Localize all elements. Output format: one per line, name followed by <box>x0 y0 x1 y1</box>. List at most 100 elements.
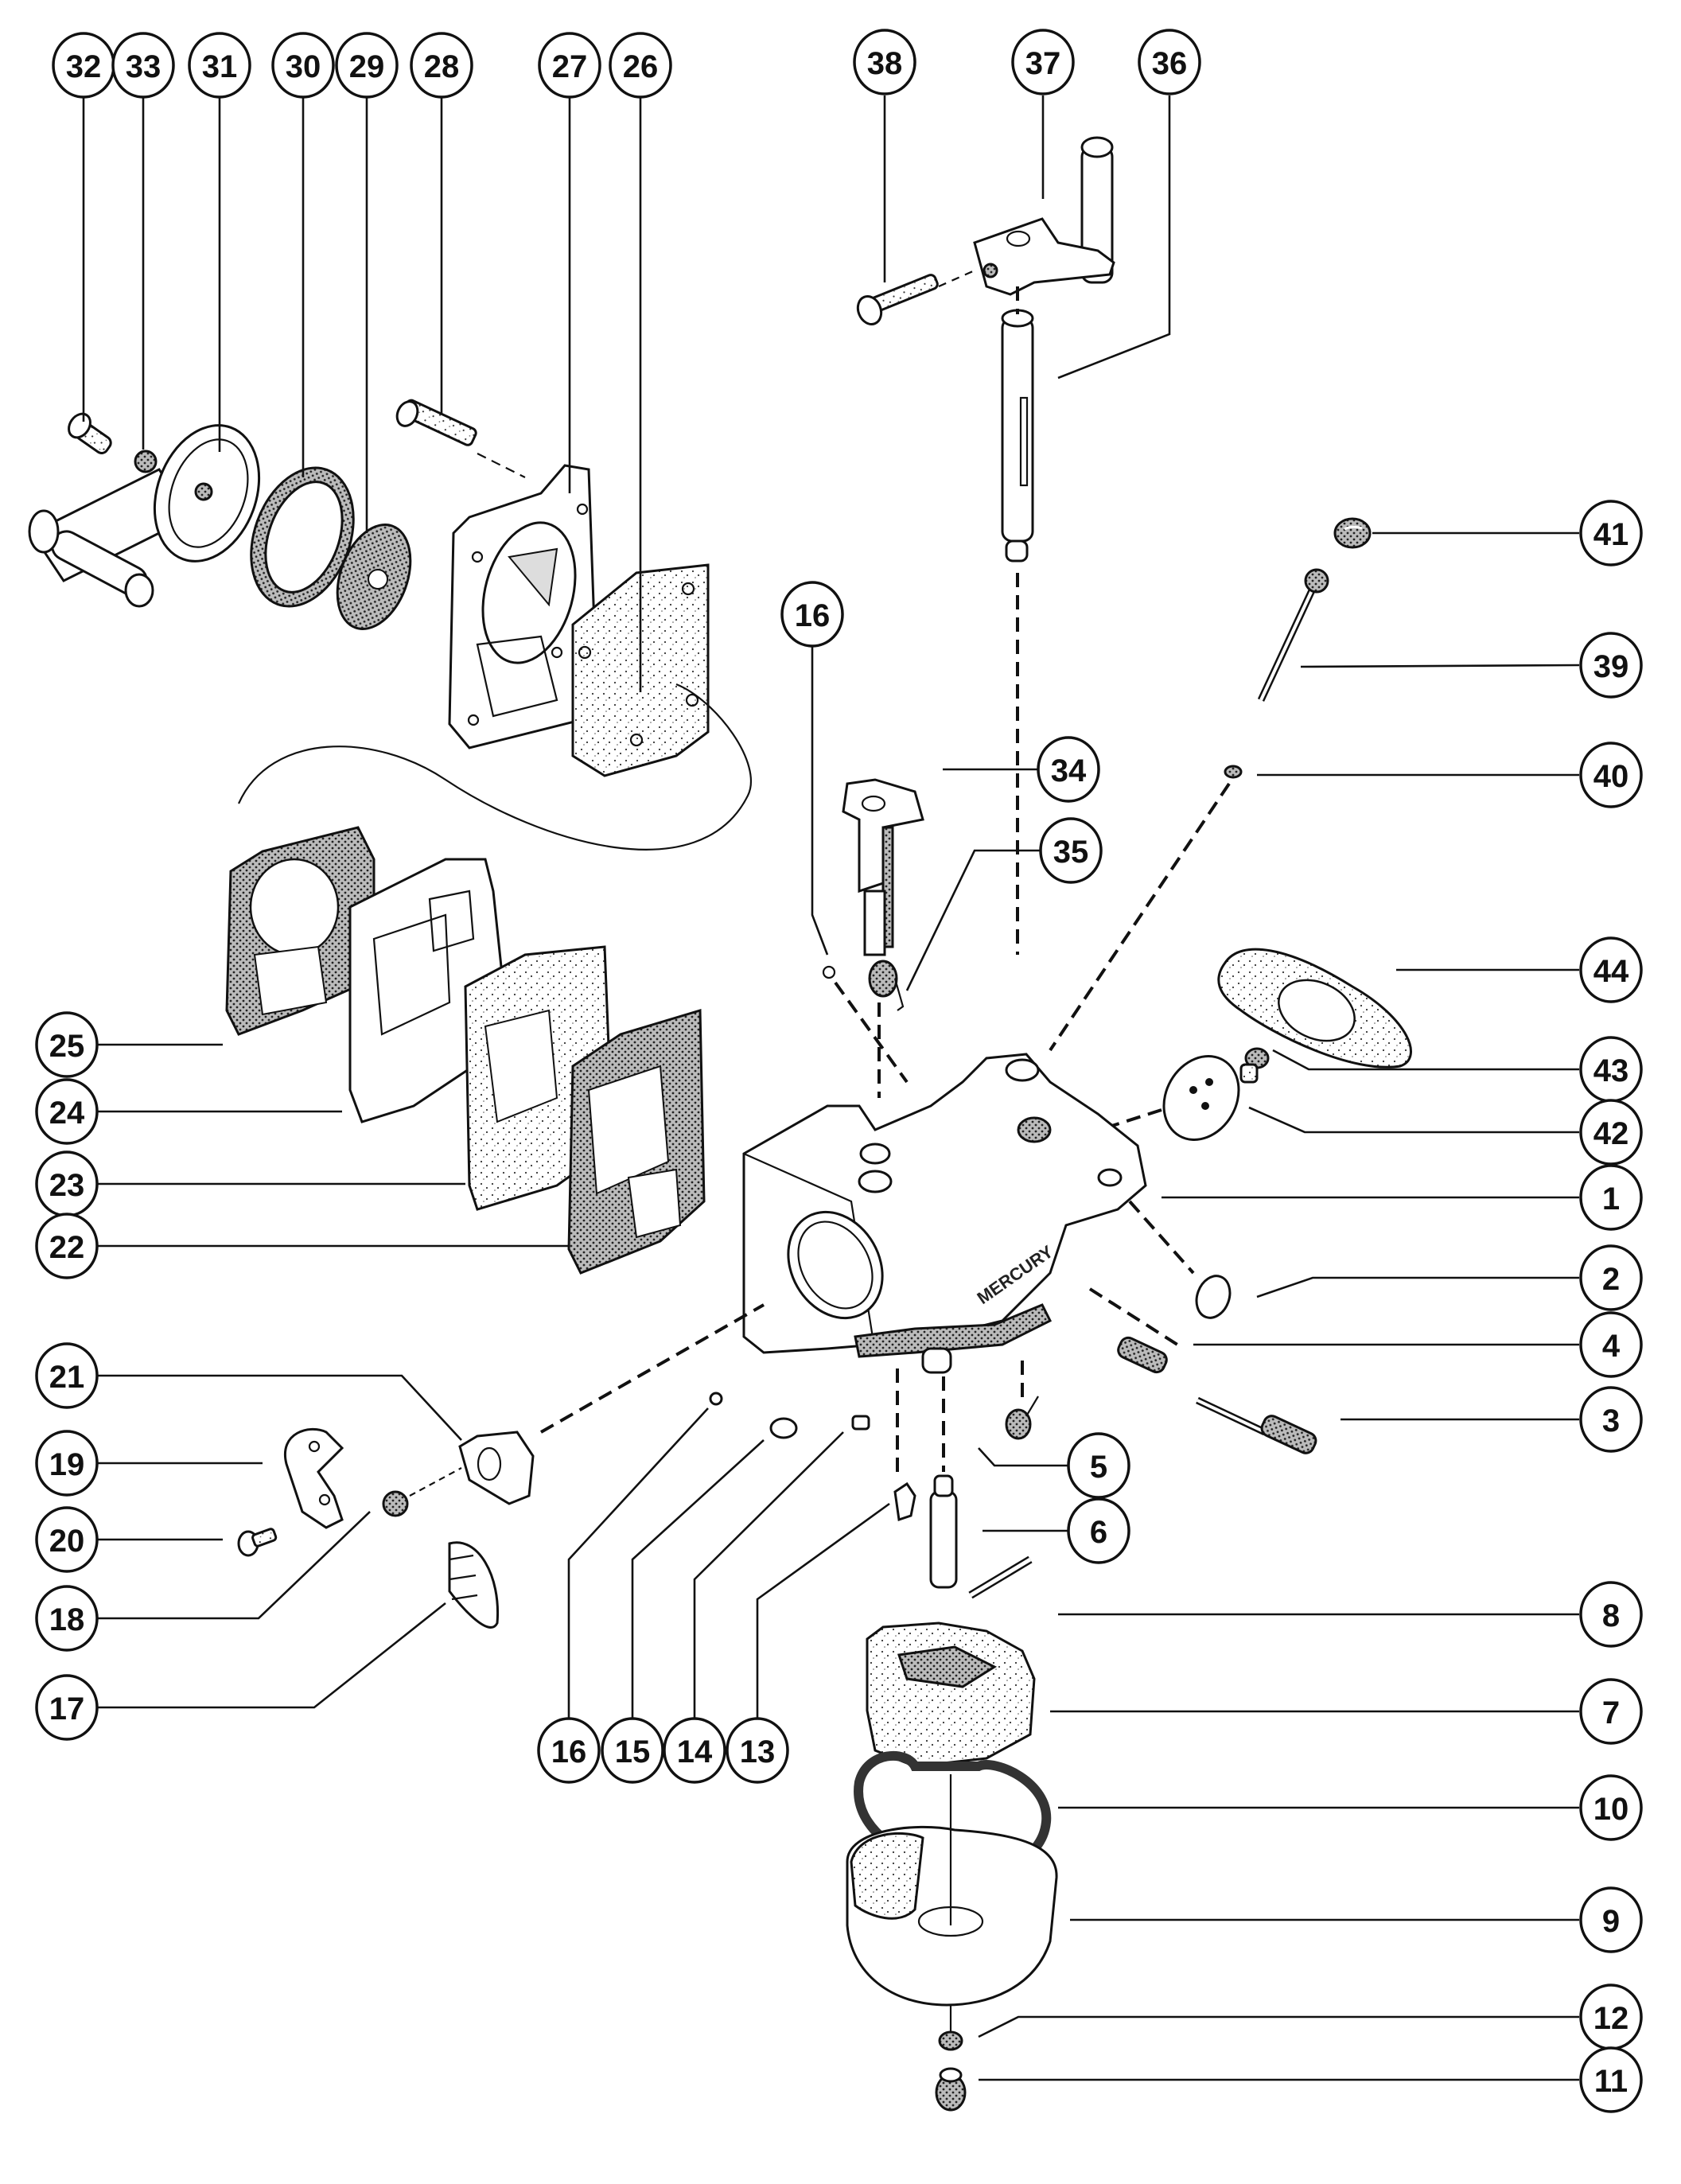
callout-circle <box>853 29 916 95</box>
callout-34: 34 <box>1037 736 1100 803</box>
callout-number: 18 <box>49 1602 85 1637</box>
callout-circle <box>1579 1581 1643 1648</box>
callout-number: 6 <box>1090 1515 1107 1550</box>
callout-circle <box>1579 500 1643 566</box>
callout-circle <box>1037 736 1100 803</box>
part-32-screw <box>68 412 112 454</box>
callout-circle <box>663 1717 726 1784</box>
callout-1: 1 <box>1579 1164 1643 1231</box>
callout-circle <box>35 1011 99 1078</box>
callout-number: 12 <box>1593 2001 1629 2036</box>
part-44-flange-gasket <box>1217 948 1412 1069</box>
callout-number: 35 <box>1053 835 1089 870</box>
callout-circle <box>601 1717 664 1784</box>
callout-26: 26 <box>609 32 672 99</box>
callout-number: 34 <box>1051 753 1087 788</box>
part-40-seal <box>1224 765 1243 779</box>
callout-17: 17 <box>35 1674 99 1741</box>
leader-lines <box>82 95 1580 2081</box>
callout-number: 24 <box>49 1096 85 1131</box>
callout-number: 22 <box>49 1230 85 1265</box>
callout-number: 41 <box>1593 517 1629 552</box>
callout-number: 3 <box>1602 1403 1620 1438</box>
callout-22: 22 <box>35 1213 99 1279</box>
callout-circle <box>1138 29 1201 95</box>
callout-number: 16 <box>551 1734 587 1769</box>
callout-30: 30 <box>271 32 335 99</box>
axis-line-needle <box>1049 782 1231 1052</box>
callout-number: 32 <box>66 49 102 84</box>
callout-16: 16 <box>780 581 844 648</box>
part-25-gasket <box>225 826 376 1036</box>
callout-12: 12 <box>1579 1984 1643 2050</box>
callout-circle <box>1067 1497 1130 1564</box>
part-42-plate <box>1162 1055 1240 1141</box>
callout-21: 21 <box>35 1342 99 1409</box>
callout-11: 11 <box>1579 2046 1643 2113</box>
callout-circle <box>1579 1311 1643 1378</box>
callout-number: 38 <box>867 46 903 81</box>
part-5-spring <box>1005 1396 1039 1440</box>
part-drawings: MERCURY <box>28 136 1412 2112</box>
callout-number: 17 <box>49 1692 85 1727</box>
part-36-throttle-shaft <box>1001 309 1034 563</box>
part-19-choke-plate <box>283 1427 344 1529</box>
callout-18: 18 <box>35 1585 99 1652</box>
callout-number: 14 <box>677 1734 713 1769</box>
callout-13: 13 <box>726 1717 789 1784</box>
callout-circle <box>1579 1164 1643 1231</box>
callout-number: 4 <box>1602 1329 1621 1364</box>
callout-number: 7 <box>1602 1695 1620 1730</box>
part-16-ball-lower <box>709 1392 723 1406</box>
part-27-pump-body <box>448 464 598 749</box>
part-8-float-pin <box>968 1555 1033 1599</box>
callout-circle <box>780 581 844 648</box>
callout-14: 14 <box>663 1717 726 1784</box>
callout-24: 24 <box>35 1078 99 1145</box>
part-37-throttle-lever <box>973 136 1115 296</box>
callout-circle <box>1579 1886 1643 1953</box>
callout-41: 41 <box>1579 500 1643 566</box>
callout-circle <box>35 1430 99 1497</box>
callout-6: 6 <box>1067 1497 1130 1564</box>
callout-28: 28 <box>410 32 473 99</box>
callout-number: 2 <box>1602 1262 1620 1297</box>
part-11-drain-plug <box>935 2067 967 2112</box>
callout-32: 32 <box>52 32 115 99</box>
callout-number: 30 <box>286 49 321 84</box>
callout-number: 43 <box>1593 1053 1629 1088</box>
callout-circle <box>537 1717 601 1784</box>
callout-number: 10 <box>1593 1792 1629 1827</box>
part-7-float <box>866 1621 1036 1768</box>
part-30-gasket <box>250 466 355 608</box>
callout-circle <box>35 1585 99 1652</box>
callout-35: 35 <box>1039 817 1103 884</box>
part-3-idle-needle <box>1196 1396 1317 1454</box>
axis-line-idle <box>1088 1287 1179 1346</box>
part-14-washer <box>851 1415 870 1431</box>
part-39-needle <box>1257 568 1329 702</box>
callout-circle <box>1579 1099 1643 1166</box>
callout-29: 29 <box>335 32 399 99</box>
callout-circle <box>335 32 399 99</box>
callout-number: 42 <box>1593 1116 1629 1151</box>
gasket-reference-curve <box>237 683 753 851</box>
callout-circle <box>188 32 251 99</box>
callout-number: 29 <box>349 49 385 84</box>
callout-circle <box>1067 1432 1130 1499</box>
callout-number: 16 <box>795 598 831 633</box>
part-34-choke-lever <box>842 778 924 956</box>
part-13-jet <box>893 1481 916 1521</box>
callout-9: 9 <box>1579 1886 1643 1953</box>
part-12-washer <box>938 2030 963 2051</box>
part-6-nozzle <box>929 1474 958 1589</box>
callout-5: 5 <box>1067 1432 1130 1499</box>
callout-15: 15 <box>601 1717 664 1784</box>
callout-number: 44 <box>1593 954 1629 989</box>
callout-40: 40 <box>1579 742 1643 808</box>
callout-8: 8 <box>1579 1581 1643 1648</box>
callout-circle <box>1579 1386 1643 1453</box>
callout-39: 39 <box>1579 632 1643 699</box>
part-28-screw <box>395 399 526 478</box>
